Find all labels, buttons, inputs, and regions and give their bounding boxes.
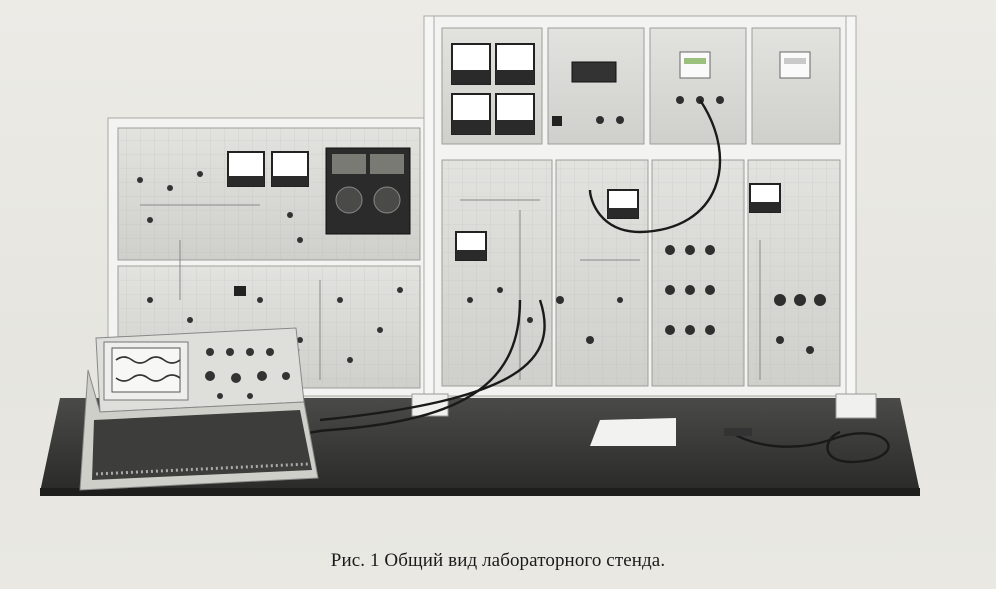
plug	[724, 428, 752, 436]
paper-sheet	[590, 418, 676, 446]
figure-caption: Рис. 1 Общий вид лабораторного стенда.	[330, 550, 666, 571]
lab-stand-photo	[40, 15, 920, 496]
oscilloscope	[79, 327, 319, 491]
right-stand	[411, 15, 877, 419]
